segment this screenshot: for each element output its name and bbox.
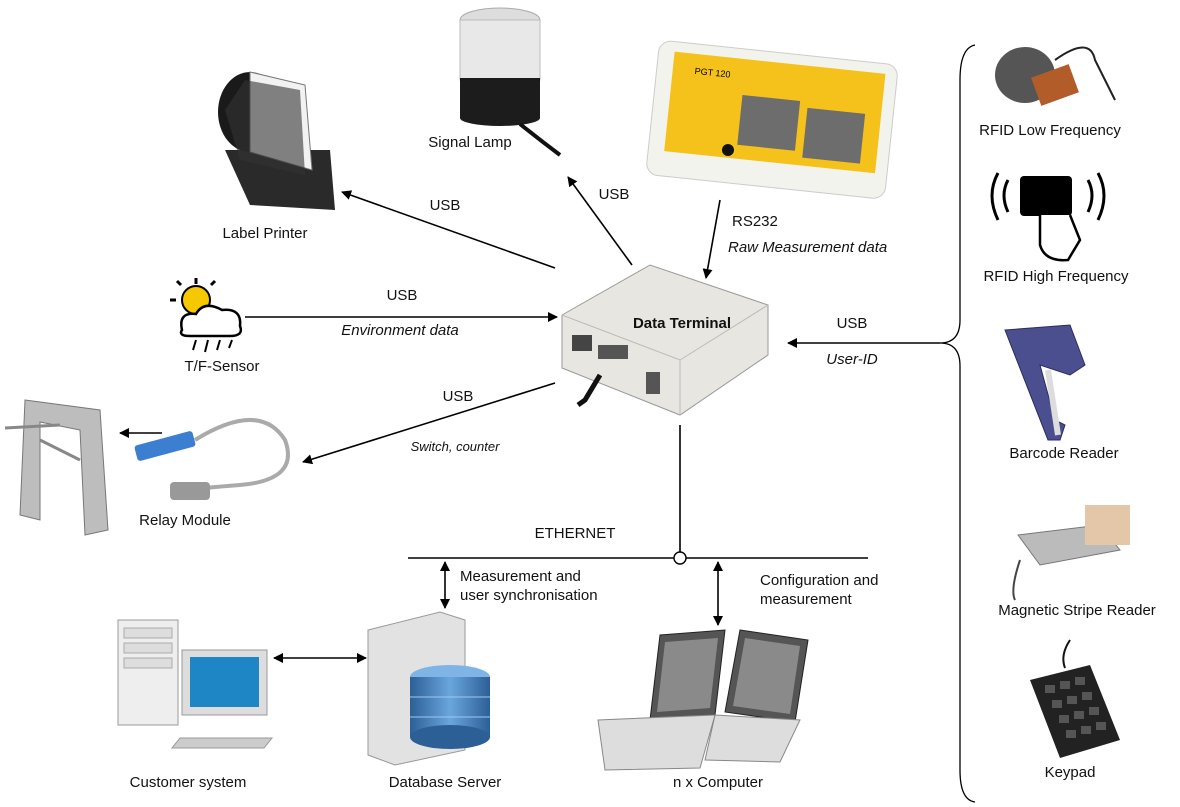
db-sync-label-1: Measurement and — [460, 568, 581, 585]
rfid-hf-label: RFID High Frequency — [983, 268, 1129, 285]
arrow-pgt-to-terminal — [702, 199, 721, 279]
label-printer-label: Label Printer — [222, 225, 308, 242]
arrow-terminal-to-printer — [341, 190, 556, 269]
relay-module-image — [134, 418, 290, 500]
rfid-lf-label: RFID Low Frequency — [979, 122, 1121, 139]
pc-config-label-1: Configuration and — [760, 572, 879, 589]
raw-measurement-label: Raw Measurement data — [728, 239, 888, 256]
magstripe-label: Magnetic Stripe Reader — [998, 602, 1156, 619]
user-id-label: User-ID — [826, 351, 878, 368]
database-server-image — [367, 611, 490, 766]
switch-counter-label: Switch, counter — [410, 439, 500, 454]
computers-label: n x Computer — [672, 774, 764, 791]
customer-system-label: Customer system — [129, 774, 247, 791]
keypad-image — [1030, 639, 1120, 758]
keypad-label: Keypad — [1044, 764, 1096, 781]
laptops-image — [597, 629, 809, 771]
data-terminal-image — [561, 264, 769, 416]
rs232-label: RS232 — [732, 213, 778, 230]
lamp-usb-label: USB — [598, 186, 630, 203]
label-printer-image — [218, 71, 335, 210]
tf-sensor-label: T/F-Sensor — [184, 358, 260, 375]
relay-module-label: Relay Module — [139, 512, 231, 529]
printer-usb-label: USB — [429, 197, 461, 214]
turnstile-image — [4, 399, 109, 536]
magnetic-stripe-reader-image — [1012, 505, 1130, 601]
signal-lamp-label: Signal Lamp — [428, 134, 512, 151]
pc-config-label-2: measurement — [760, 591, 852, 608]
customer-system-image — [117, 619, 274, 749]
barcode-reader-image — [1004, 324, 1086, 441]
arrow-terminal-to-relay — [302, 382, 556, 465]
ethernet-junction — [673, 551, 687, 565]
environment-data-label: Environment data — [341, 322, 459, 339]
db-sync-label-2: user synchronisation — [460, 587, 598, 604]
rfid-high-frequency-icon — [990, 172, 1106, 262]
signal-lamp-image — [459, 7, 562, 157]
arrow-terminal-to-lamp — [567, 176, 633, 266]
pgt-label: PGT 120 — [694, 66, 731, 80]
rfid-low-frequency-image — [995, 46, 1116, 106]
sensor-usb-label: USB — [386, 287, 418, 304]
user-usb-label: USB — [836, 315, 868, 332]
pgt-tester-image: PGT 120 — [646, 40, 898, 199]
input-devices-bracket — [939, 44, 976, 803]
barcode-reader-label: Barcode Reader — [1009, 445, 1119, 462]
ethernet-label: ETHERNET — [534, 525, 616, 542]
database-server-label: Database Server — [388, 774, 502, 791]
relay-usb-label: USB — [442, 388, 474, 405]
data-terminal-label: Data Terminal — [632, 315, 732, 332]
weather-sensor-icon — [170, 278, 243, 353]
